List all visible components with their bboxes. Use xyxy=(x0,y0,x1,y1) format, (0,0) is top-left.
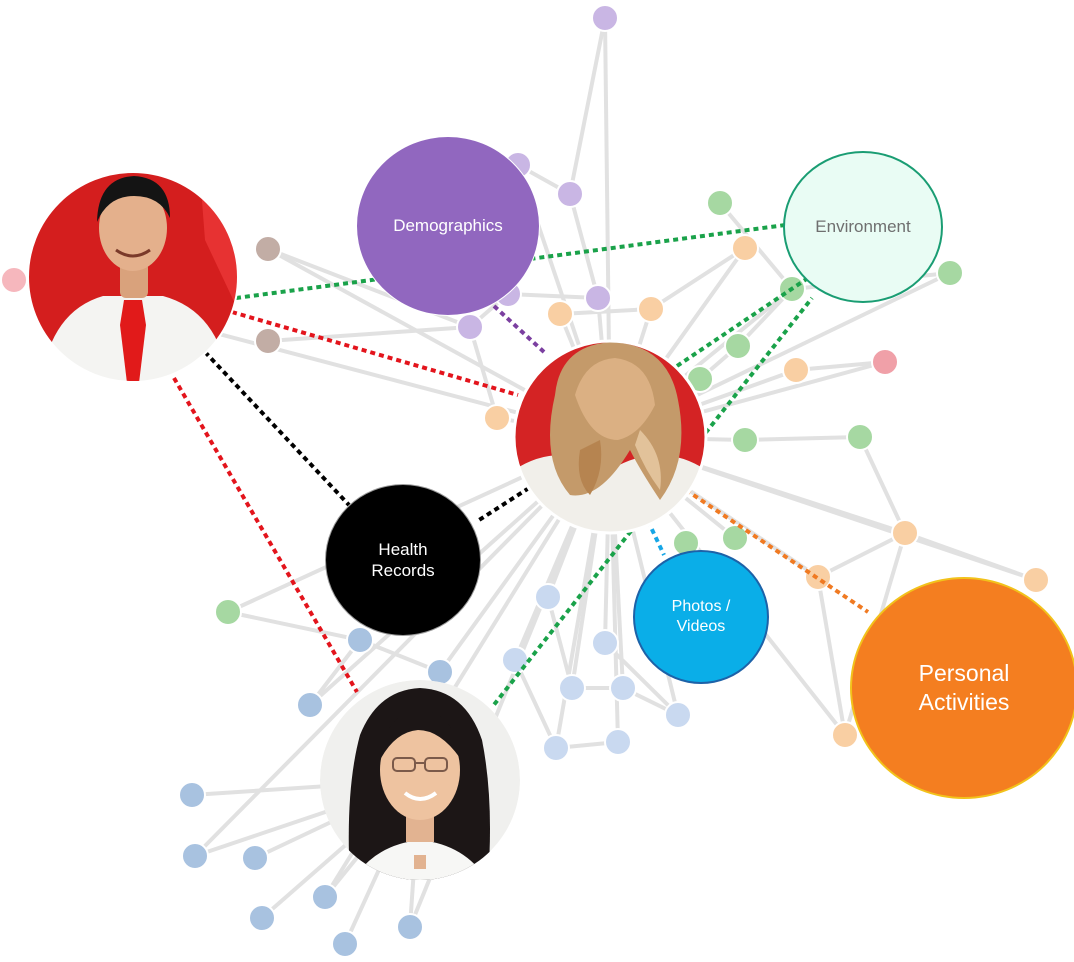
background-edge xyxy=(816,575,847,737)
woman-glasses-portrait-icon xyxy=(320,680,520,880)
background-node xyxy=(248,904,276,932)
background-edge xyxy=(558,307,653,316)
background-node xyxy=(296,691,324,719)
background-node xyxy=(331,930,359,958)
health-records-label: Health Records xyxy=(371,539,435,580)
link-blonde-environment-b xyxy=(698,296,814,442)
background-node xyxy=(483,404,511,432)
background-node xyxy=(254,235,282,263)
background-edge xyxy=(743,435,862,442)
background-node xyxy=(591,4,619,32)
background-edge xyxy=(266,325,472,343)
link-blonde-glasses xyxy=(491,529,633,708)
background-node xyxy=(846,423,874,451)
background-node xyxy=(178,781,206,809)
background-node xyxy=(721,524,749,552)
background-node xyxy=(558,674,586,702)
background-node xyxy=(546,300,574,328)
photos-videos-label: Photos / Videos xyxy=(671,598,731,635)
background-node xyxy=(311,883,339,911)
background-node xyxy=(871,348,899,376)
background-node xyxy=(456,313,484,341)
relationship-links xyxy=(172,222,870,708)
background-node xyxy=(609,674,637,702)
background-node xyxy=(534,583,562,611)
background-node xyxy=(214,598,242,626)
background-node xyxy=(706,189,734,217)
background-node xyxy=(346,626,374,654)
background-node xyxy=(664,701,692,729)
link-blonde-health xyxy=(474,486,531,524)
personal-activities-node: Personal Activities xyxy=(850,577,1074,799)
background-node xyxy=(181,842,209,870)
background-node xyxy=(241,844,269,872)
link-demographics-blonde xyxy=(492,304,546,354)
environment-label: Environment xyxy=(815,217,911,237)
background-node xyxy=(891,519,919,547)
background-node xyxy=(724,332,752,360)
background-node xyxy=(254,327,282,355)
background-edge xyxy=(858,435,907,535)
background-node xyxy=(396,913,424,941)
background-edge xyxy=(816,531,907,579)
personal-activities-label: Personal Activities xyxy=(918,660,1010,715)
background-node xyxy=(0,266,28,294)
background-node xyxy=(782,356,810,384)
background-node xyxy=(731,234,759,262)
background-edge xyxy=(513,658,558,750)
background-node xyxy=(604,728,632,756)
background-edge xyxy=(358,638,442,674)
background-edge xyxy=(903,531,1038,582)
man-portrait-icon xyxy=(28,172,238,382)
background-node xyxy=(591,629,619,657)
demographics-node: Demographics xyxy=(356,136,540,316)
link-man-health xyxy=(203,350,351,507)
background-node xyxy=(804,563,832,591)
photos-videos-node: Photos / Videos xyxy=(633,550,769,684)
link-blonde-activities xyxy=(684,488,870,614)
demographics-label: Demographics xyxy=(393,216,503,236)
background-node xyxy=(1022,566,1050,594)
background-edge xyxy=(506,292,600,300)
background-edge xyxy=(568,16,607,196)
background-node xyxy=(936,259,964,287)
background-node xyxy=(731,426,759,454)
background-edge xyxy=(193,435,612,858)
background-edge xyxy=(226,610,362,642)
environment-node: Environment xyxy=(783,151,943,303)
background-edge xyxy=(546,595,574,690)
background-edge xyxy=(568,192,600,300)
link-man-blonde xyxy=(231,310,519,397)
background-node xyxy=(831,721,859,749)
background-edge xyxy=(468,325,499,420)
background-node xyxy=(556,180,584,208)
background-node xyxy=(637,295,665,323)
background-node xyxy=(584,284,612,312)
background-edge xyxy=(649,246,747,311)
woman-blonde-portrait-icon xyxy=(514,341,706,533)
background-edge xyxy=(794,360,887,372)
background-node xyxy=(542,734,570,762)
link-blonde-photos xyxy=(646,520,666,556)
link-man-glasses xyxy=(172,376,359,694)
health-records-node: Health Records xyxy=(325,484,481,636)
background-edge xyxy=(603,641,680,717)
background-nodes xyxy=(0,4,1050,958)
